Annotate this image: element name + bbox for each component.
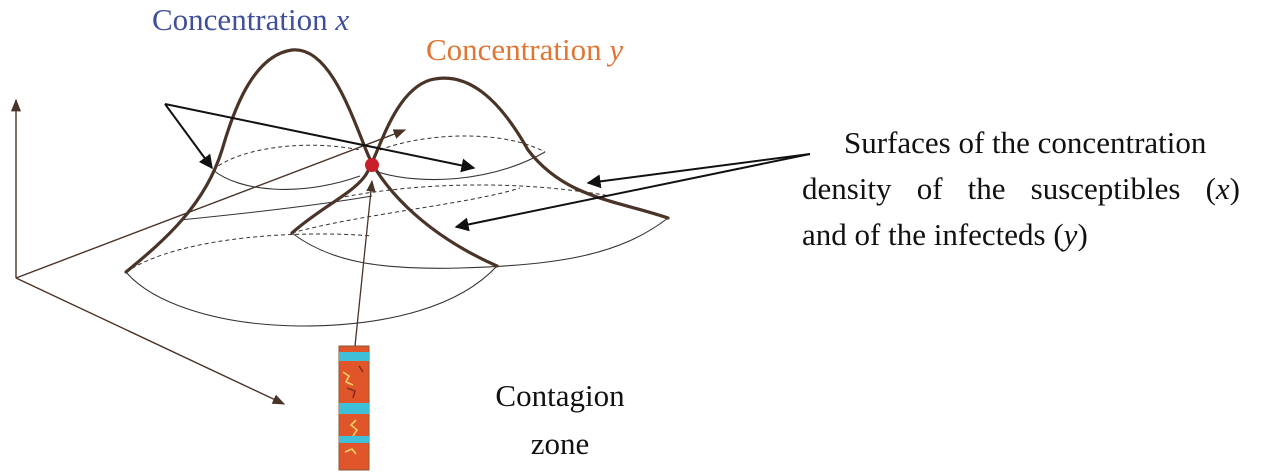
- hidden-contour-y-base: [291, 187, 521, 234]
- surfaces-caption-line-3: and of the infecteds (y): [802, 217, 1088, 252]
- arrow-contagion-zone-to-point: [354, 179, 376, 347]
- coordinate-axes: [10, 98, 407, 405]
- concentration-y-text: Concentration: [426, 32, 610, 67]
- surfaces-caption: Surfaces of the concentration density of…: [802, 120, 1240, 258]
- concentration-x-var: x: [335, 2, 350, 37]
- caption-word: susceptibles: [1030, 171, 1181, 206]
- base-contour-y: [291, 217, 669, 269]
- contagion-zone-line-1: Contagion: [495, 378, 625, 413]
- base-contour-x: [125, 265, 498, 327]
- hidden-contour-y-top: [379, 135, 546, 153]
- base-contours: [125, 151, 669, 327]
- surfaces-caption-line-2: density of the susceptibles (x): [802, 166, 1240, 212]
- mid-contour-x-front: [179, 195, 373, 221]
- caption-word: (x): [1205, 171, 1240, 206]
- contagion-point: [365, 158, 379, 172]
- hidden-contour-x-top: [212, 144, 361, 171]
- annotation-arrows: [164, 103, 811, 232]
- depth-axis: [15, 129, 407, 279]
- caption-word: density: [802, 171, 892, 206]
- arrow-left-peak: [164, 103, 213, 170]
- arrow-to-surface-x: [454, 153, 811, 232]
- contagion-zone-image: [338, 345, 370, 471]
- concentration-x-text: Concentration: [152, 2, 336, 37]
- caption-word: the: [967, 171, 1006, 206]
- concentration-y-label: Concentration y: [426, 32, 623, 68]
- surface-profiles: [124, 48, 670, 274]
- surface-y-profile: [290, 76, 670, 235]
- arrow-to-surface-y: [586, 153, 811, 189]
- horizontal-axis: [15, 277, 286, 405]
- concentration-y-var: y: [609, 32, 624, 67]
- caption-word: of: [916, 171, 943, 206]
- hidden-contour-y-mid: [337, 184, 611, 199]
- contagion-zone-line-2: zone: [530, 426, 590, 461]
- inner-contour-y-front: [377, 151, 546, 181]
- hidden-contours: [125, 135, 611, 273]
- surface-x-profile: [124, 48, 499, 274]
- contagion-zone-label: Contagion zone: [472, 372, 648, 468]
- hidden-contour-x-base: [125, 233, 373, 273]
- surfaces-caption-line-1: Surfaces of the concentration: [844, 125, 1207, 160]
- inner-contour-x-front: [212, 169, 361, 190]
- arrow-to-inner-contour: [164, 103, 476, 173]
- concentration-x-label: Concentration x: [152, 2, 349, 38]
